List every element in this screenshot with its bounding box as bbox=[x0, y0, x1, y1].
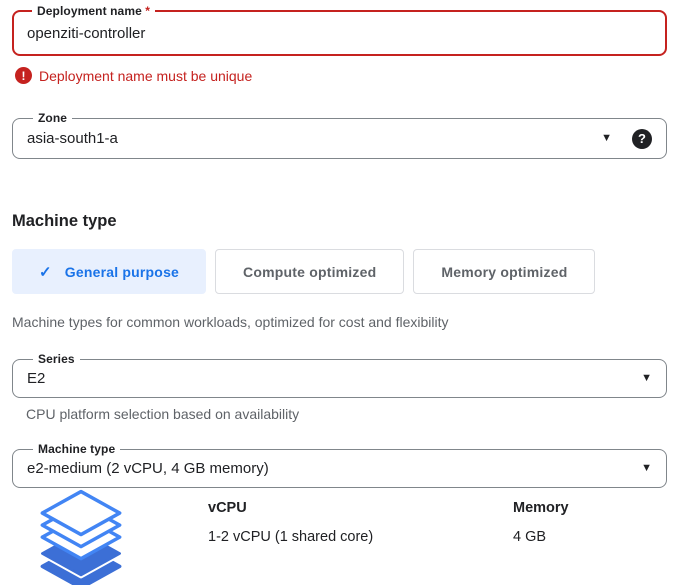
series-value: E2 bbox=[27, 370, 46, 387]
machine-type-tabs: ✓ General purpose Compute optimized Memo… bbox=[12, 249, 667, 294]
tab-label: General purpose bbox=[64, 263, 180, 280]
tab-general-purpose[interactable]: ✓ General purpose bbox=[12, 249, 207, 294]
zone-label: Zone bbox=[38, 111, 68, 125]
vcpu-header: vCPU bbox=[208, 500, 247, 516]
machine-type-value: e2-medium (2 vCPU, 4 GB memory) bbox=[27, 460, 269, 477]
zone-value: asia-south1-a bbox=[27, 130, 118, 147]
chevron-down-icon[interactable]: ▼ bbox=[641, 372, 652, 384]
error-message: Deployment name must be unique bbox=[39, 67, 253, 84]
machine-type-heading: Machine type bbox=[12, 212, 117, 230]
memory-value: 4 GB bbox=[513, 529, 547, 545]
series-label: Series bbox=[38, 352, 75, 366]
memory-spec: Memory 4 GB bbox=[513, 500, 569, 585]
tab-memory-optimized[interactable]: Memory optimized bbox=[413, 249, 596, 294]
deployment-name-error: ! Deployment name must be unique bbox=[12, 67, 667, 84]
layers-icon bbox=[38, 488, 124, 585]
machine-specs: vCPU 1-2 vCPU (1 shared core) Memory 4 G… bbox=[12, 488, 667, 585]
help-icon[interactable]: ? bbox=[632, 128, 652, 149]
memory-header: Memory bbox=[513, 500, 569, 516]
tab-label: Compute optimized bbox=[243, 263, 377, 280]
deployment-name-field[interactable]: Deployment name * bbox=[12, 4, 667, 56]
machine-type-field[interactable]: Machine type e2-medium (2 vCPU, 4 GB mem… bbox=[12, 442, 667, 488]
series-field[interactable]: Series E2 ▼ bbox=[12, 352, 667, 398]
zone-field[interactable]: Zone asia-south1-a ▼ ? bbox=[12, 111, 667, 159]
machine-type-label: Machine type bbox=[38, 442, 116, 456]
chevron-down-icon[interactable]: ▼ bbox=[641, 462, 652, 474]
series-helper-text: CPU platform selection based on availabi… bbox=[26, 406, 300, 422]
required-asterisk: * bbox=[145, 4, 151, 18]
machine-type-description: Machine types for common workloads, opti… bbox=[12, 314, 449, 330]
chevron-down-icon[interactable]: ▼ bbox=[601, 132, 612, 144]
vcpu-value: 1-2 vCPU (1 shared core) bbox=[208, 529, 374, 545]
deployment-name-input[interactable] bbox=[27, 24, 652, 42]
deployment-name-label: Deployment name * bbox=[37, 4, 151, 18]
tab-compute-optimized[interactable]: Compute optimized bbox=[215, 249, 405, 294]
error-icon: ! bbox=[15, 67, 32, 84]
tab-label: Memory optimized bbox=[441, 263, 568, 280]
vcpu-spec: vCPU 1-2 vCPU (1 shared core) bbox=[208, 500, 513, 585]
checkmark-icon: ✓ bbox=[39, 263, 52, 281]
